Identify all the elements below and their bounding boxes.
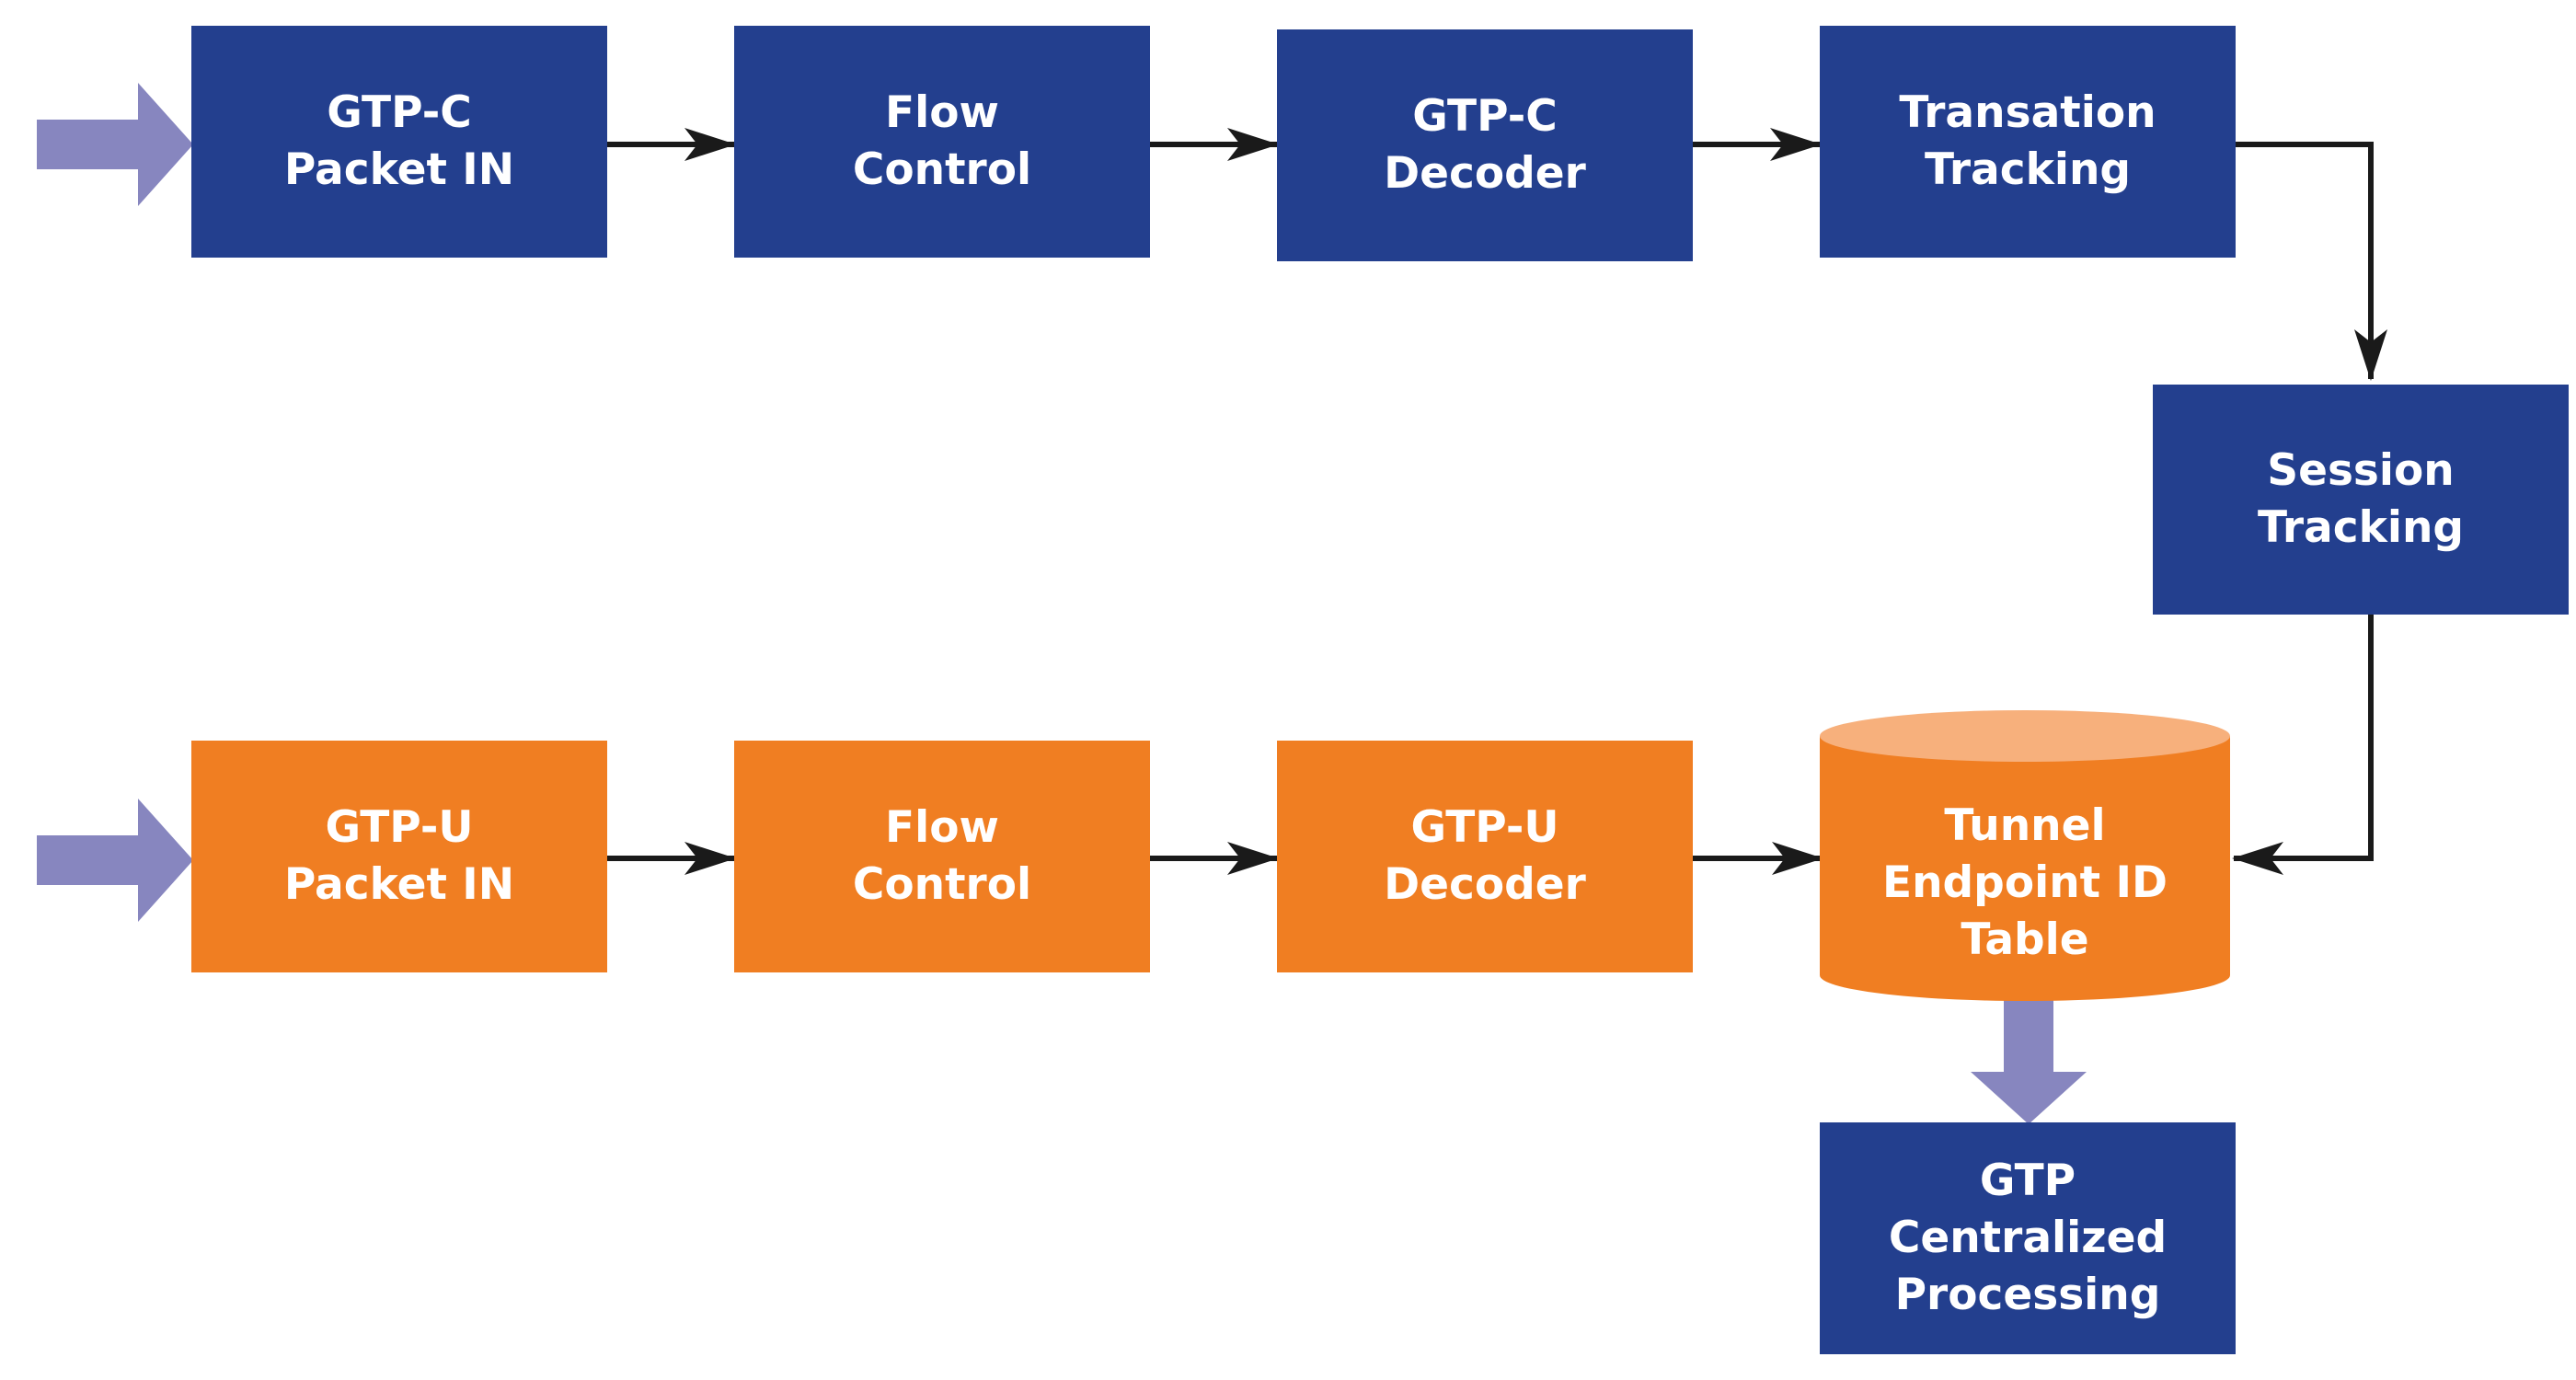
- gtp-u-decoder-label: GTP-U Decoder: [1384, 802, 1586, 910]
- connector-session-to-teid-table: [2232, 615, 2374, 875]
- teid-table-cylinder: [1820, 710, 2230, 1001]
- connector-transaction-to-session: [2236, 142, 2387, 381]
- gtp-u-flow-control-label: Flow Control: [852, 802, 1032, 910]
- gtp-c-packet-in-label: GTP-C Packet IN: [283, 87, 515, 195]
- gtp-c-packet-in-box: GTP-C Packet IN: [191, 26, 607, 258]
- gtp-c-flow-control-label: Flow Control: [852, 87, 1032, 195]
- transaction-tracking-box: Transation Tracking: [1820, 26, 2236, 258]
- gtp-u-packet-in-box: GTP-U Packet IN: [191, 741, 607, 972]
- transaction-tracking-label: Transation Tracking: [1899, 87, 2156, 195]
- teid-table-label: Tunnel Endpoint ID Table: [1820, 773, 2230, 994]
- gtp-centralized-processing-label: GTP Centralized Processing: [1888, 1156, 2168, 1320]
- teid-table-text: Tunnel Endpoint ID Table: [1881, 800, 2168, 965]
- gtp-u-decoder-box: GTP-U Decoder: [1277, 741, 1693, 972]
- teid-output-arrow: [1971, 995, 2087, 1124]
- gtp-u-packet-in-label: GTP-U Packet IN: [283, 802, 515, 910]
- gtp-c-decoder-label: GTP-C Decoder: [1384, 91, 1586, 199]
- gtp-c-decoder-box: GTP-C Decoder: [1277, 29, 1693, 261]
- gtp-c-flow-control-box: Flow Control: [734, 26, 1150, 258]
- session-tracking-box: Session Tracking: [2153, 385, 2569, 615]
- gtp-c-input-arrow: [37, 83, 193, 206]
- gtp-centralized-processing-box: GTP Centralized Processing: [1820, 1122, 2236, 1354]
- gtp-u-input-arrow: [37, 799, 193, 922]
- gtp-u-flow-control-box: Flow Control: [734, 741, 1150, 972]
- session-tracking-label: Session Tracking: [2257, 445, 2465, 553]
